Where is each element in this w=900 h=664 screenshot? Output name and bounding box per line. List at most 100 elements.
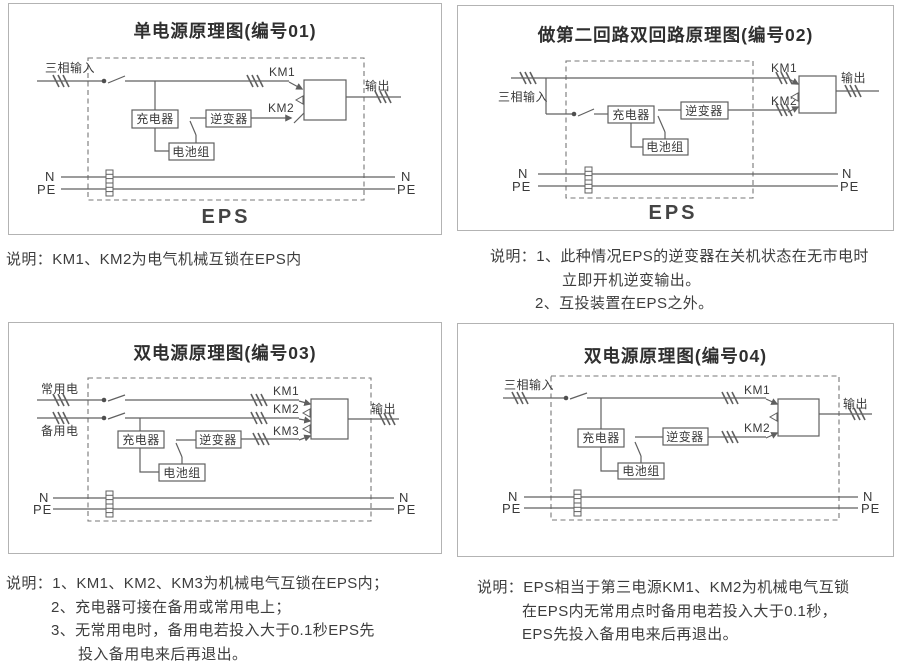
phase-slash-icon [519,71,537,85]
charger-label: 充电器 [612,107,650,122]
panel-02: 做第二回路双回路原理图(编号02) KM1 三相输入 [457,5,894,231]
note-line: 2、充电器可接在备用或常用电上； [51,598,291,616]
switch-blade [107,75,126,84]
note-line: 投入备用电来后再退出。 [78,645,248,663]
km3-label: KM3 [273,424,299,438]
note-line: 2、互投装置在EPS之外。 [535,295,714,312]
output-label: 输出 [841,70,866,85]
junction-dot [101,78,107,84]
km1-contact-arrow [788,78,800,85]
n-pe-bus [61,169,395,197]
panel-01: 单电源原理图(编号01) 三相输入 KM1 [8,3,442,235]
three-phase-input-label: 三相输入 [498,89,548,104]
transfer-switch-box [310,398,349,440]
panel-02-title: 做第二回路双回路原理图(编号02) [537,25,814,45]
n-label-right: N [842,166,852,181]
switch-blade [577,108,595,117]
note-panel-04: 说明：EPS相当于第三电源KM1、KM2为机械电气互锁 在EPS内无常用点时备用… [477,576,850,647]
charger-battery-link [630,123,643,148]
junction-dot [563,395,569,401]
km2-contact-blade [293,112,305,124]
n-pe-bus [53,490,394,518]
circuit-diagram-01: 三相输入 KM1 充电器 电池组 [37,57,415,228]
km1-label: KM1 [269,65,295,79]
terminal-block-icon [105,169,114,197]
n-label-right: N [401,169,411,184]
phase-slash-icon [844,84,862,98]
phase-slash-icon [52,74,70,88]
transfer-switch-box [798,75,837,114]
n-pe-bus [524,489,858,517]
n-pe-bus [538,166,838,194]
phase-slash-icon [246,74,264,88]
km2-label: KM2 [744,421,770,435]
note-line: 说明：EPS相当于第三电源KM1、KM2为机械电气互锁 [477,579,850,596]
eps-label: EPS [648,202,697,224]
terminal-block-icon [573,489,582,517]
charger-box [577,428,625,448]
note-line: 在EPS内无常用点时备用电若投入大于0.1秒， [522,602,838,620]
panel-03-title: 双电源原理图(编号03) [133,343,317,363]
phase-slash-icon [511,391,529,405]
km1-contact-arrow [298,399,312,406]
pe-label-left: PE [33,502,52,517]
n-label-left: N [508,489,518,504]
battery-switch [189,117,206,143]
km1-label: KM1 [771,61,797,75]
battery-label: 电池组 [172,145,210,159]
phase-slash-icon [250,411,268,425]
km2-label: KM2 [268,101,294,115]
inverter-output-wire [708,430,766,444]
junction-dot [101,397,107,403]
panel-04: 双电源原理图(编号04) 三相输入 KM1 [457,323,894,557]
n-label-left: N [45,169,55,184]
eps-enclosure-dashed-box [87,57,365,201]
note-panel-01: 说明：KM1、KM2为电气机械互锁在EPS内 [6,248,302,272]
junction-dot [571,111,577,117]
battery-switch [175,439,196,464]
circuit-diagram-03: 常用电 KM1 备用电 [33,377,415,522]
circuit-diagram-02: KM1 三相输入 充电器 电池组 [498,60,879,224]
eps-enclosure-dashed-box [550,375,840,521]
output-wire [346,90,401,104]
n-label-left: N [39,490,49,505]
note-line: EPS先投入备用电来后再退出。 [522,626,739,643]
battery-switch [657,109,681,139]
phase-slash-icon [52,411,70,425]
panel-03: 双电源原理图(编号03) 常用电 KM1 备用电 [8,322,442,554]
phase-slash-icon [721,391,739,405]
transfer-switch-box [303,79,347,121]
battery-box [168,142,215,161]
charger-branch [131,81,179,152]
output-label: 输出 [371,401,396,416]
interlock-triangle-icon [294,95,304,105]
km1-contact-arrow [288,81,304,90]
inverter-label: 逆变器 [199,432,237,447]
inverter-label: 逆变器 [666,429,704,444]
interlock-triangle-icon [301,424,311,434]
interlock-triangle-icon [301,408,311,418]
km2-label: KM2 [771,94,797,108]
charger-branch [139,418,159,473]
n-label-right: N [863,489,873,504]
output-wire [836,84,879,98]
km2-label: KM2 [273,402,299,416]
n-label-right: N [399,490,409,505]
output-wire [348,412,399,426]
battery-label: 电池组 [646,140,684,154]
pe-label-right: PE [840,179,859,194]
interlock-triangle-icon [768,412,778,422]
battery-label: 电池组 [163,466,201,480]
interlock-triangle-icon [789,92,799,102]
pe-label-left: PE [512,179,531,194]
backup-power-wire [37,411,299,425]
charger-label: 充电器 [136,111,174,126]
battery-switch [634,436,663,463]
terminal-block-icon [584,166,593,194]
pe-label-right: PE [861,501,880,516]
switch-blade [107,394,126,402]
output-label: 输出 [365,78,390,93]
note-line: 立即开机逆变输出。 [562,271,701,289]
junction-dot [101,415,107,421]
